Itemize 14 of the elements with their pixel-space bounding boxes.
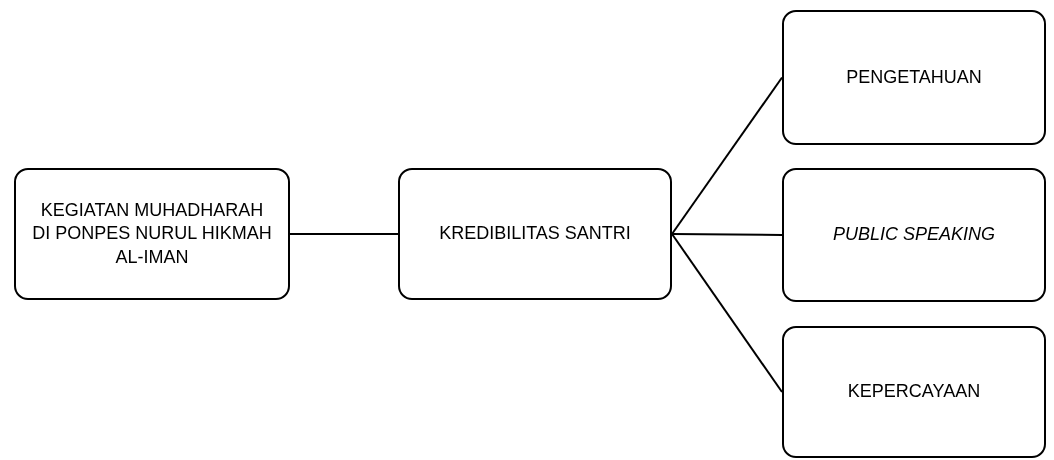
connector-line: [289, 233, 399, 235]
connector-line: [671, 76, 783, 235]
process-box: [782, 168, 1046, 302]
node-label: KEPERCAYAAN: [847, 380, 981, 404]
node-label: PUBLIC SPEAKING: [832, 223, 996, 247]
node-label: KEGIATAN MUHADHARAH DI PONPES NURUL HIKMAH AL-IMAN: [31, 198, 273, 269]
connector-line: [671, 233, 783, 393]
process-box: [782, 10, 1046, 145]
process-box: [14, 168, 290, 300]
process-box: [398, 168, 672, 300]
connector-line: [671, 233, 783, 236]
node-label: PENGETAHUAN: [846, 65, 982, 89]
node-label: KREDIBILITAS SANTRI: [439, 222, 631, 246]
process-box: [782, 326, 1046, 458]
